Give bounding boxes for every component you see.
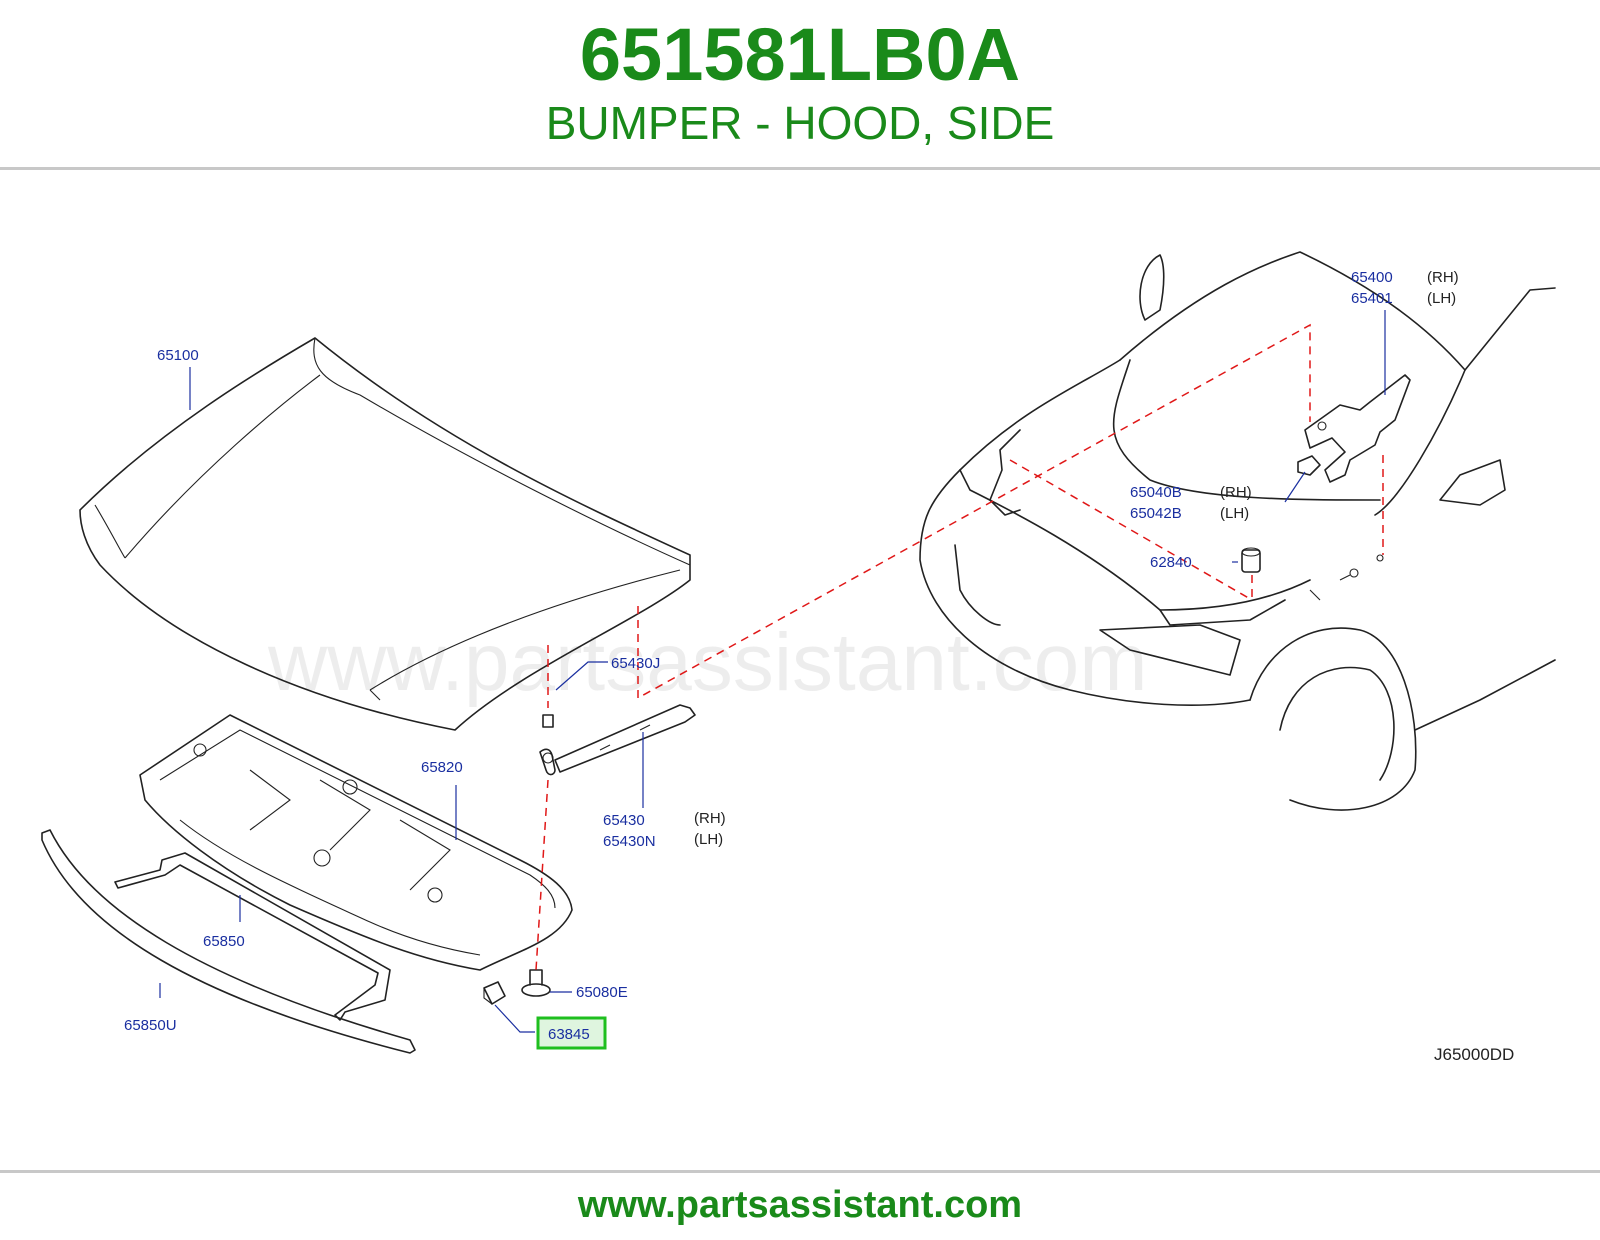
hood-hinge-drawing [1304, 374, 1411, 483]
hood-panel-drawing [79, 337, 691, 731]
footer-divider [0, 1170, 1600, 1173]
callout-65430n[interactable]: 65430N [603, 833, 656, 850]
callout-65080e[interactable]: 65080E [576, 984, 628, 1001]
callout-63845[interactable]: 63845 [548, 1026, 590, 1043]
clip-65080e-drawing [521, 969, 551, 997]
callout-65430[interactable]: 65430 [603, 812, 645, 829]
footer-website-link[interactable]: www.partsassistant.com [577, 1184, 1023, 1226]
front-seal-drawing [41, 829, 416, 1054]
callout-65040b[interactable]: 65040B [1130, 484, 1182, 501]
highlight-box [536, 1016, 607, 1050]
part-name-subtitle: BUMPER - HOOD, SIDE [545, 97, 1055, 149]
callout-65400[interactable]: 65400 [1351, 269, 1393, 286]
callout-65400-side: (RH) [1427, 269, 1459, 286]
callout-65850[interactable]: 65850 [203, 933, 245, 950]
callout-65401-side: (LH) [1427, 290, 1456, 307]
callout-65820[interactable]: 65820 [421, 759, 463, 776]
hood-insulator-drawing [139, 714, 573, 971]
hood-bumper-62840-drawing [1241, 547, 1261, 573]
watermark-text: www.partsassistant.com [267, 617, 1148, 708]
header-divider [0, 167, 1600, 170]
parts-diagram: www.partsassistant.com [41, 251, 1556, 1064]
callout-65401[interactable]: 65401 [1351, 290, 1393, 307]
callout-65100[interactable]: 65100 [157, 347, 199, 364]
callout-65430j[interactable]: 65430J [611, 655, 660, 672]
callout-65042b[interactable]: 65042B [1130, 505, 1182, 522]
callout-65850u[interactable]: 65850U [124, 1017, 177, 1034]
hood-seal-drawing [114, 852, 391, 1021]
vehicle-front-drawing [919, 251, 1556, 811]
callout-62840[interactable]: 62840 [1150, 554, 1192, 571]
part-number-title: 651581LB0A [579, 13, 1021, 96]
diagram-code: J65000DD [1434, 1045, 1514, 1064]
callout-65040b-side: (RH) [1220, 484, 1252, 501]
callout-65430n-side: (LH) [694, 831, 723, 848]
callout-65042b-side: (LH) [1220, 505, 1249, 522]
callout-63845-highlighted[interactable]: 63845 [536, 1016, 607, 1050]
callout-65430-side: (RH) [694, 810, 726, 827]
hood-nut-drawing [1297, 455, 1321, 476]
assembly-guide-lines [535, 323, 1384, 971]
gas-stay-drawing [539, 704, 696, 776]
callout-leaders [159, 310, 1386, 1033]
page-header: 651581LB0A BUMPER - HOOD, SIDE [0, 0, 1600, 168]
bumper-63845-drawing [483, 981, 506, 1005]
